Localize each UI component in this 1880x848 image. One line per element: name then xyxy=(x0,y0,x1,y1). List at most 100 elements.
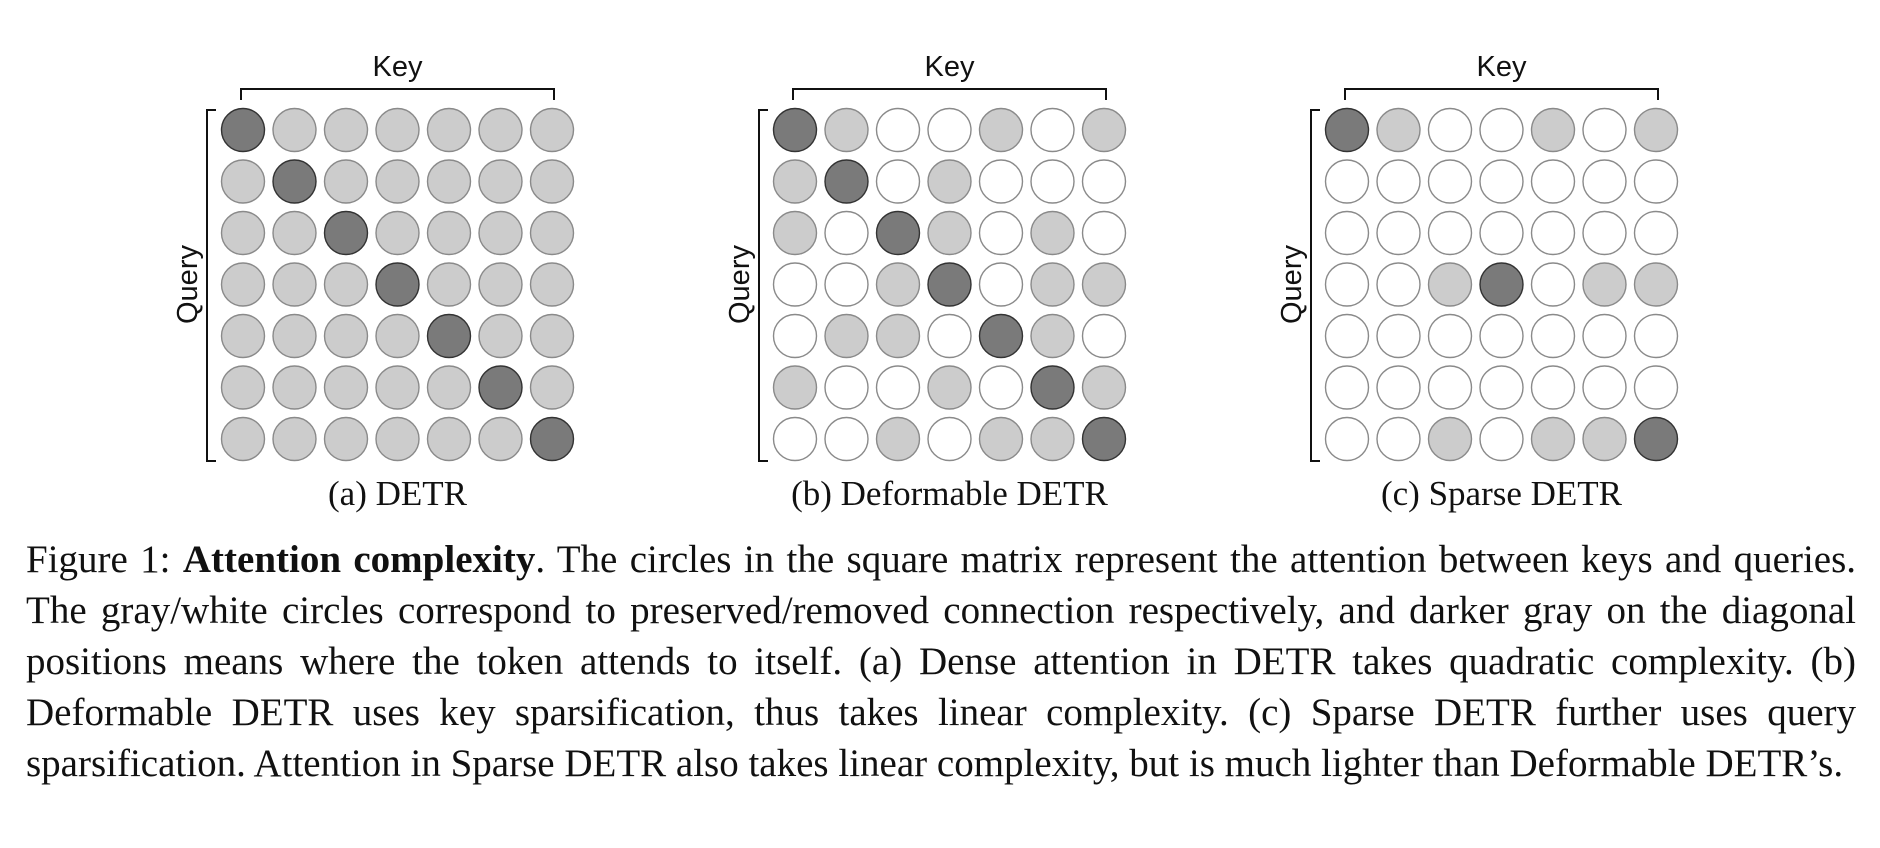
preserved-attention-circle xyxy=(375,159,420,204)
preserved-attention-circle xyxy=(426,159,472,204)
diagonal-attention-circle xyxy=(272,159,317,204)
removed-attention-circle xyxy=(824,262,869,307)
removed-attention-circle xyxy=(978,159,1024,204)
removed-attention-circle xyxy=(1376,159,1421,204)
preserved-attention-circle xyxy=(978,107,1024,153)
preserved-attention-circle xyxy=(272,416,317,462)
removed-attention-circle xyxy=(824,416,869,462)
removed-attention-circle xyxy=(1530,210,1576,256)
preserved-attention-circle xyxy=(272,107,317,153)
preserved-attention-circle xyxy=(220,262,266,307)
diagonal-attention-circle xyxy=(875,210,921,256)
removed-attention-circle xyxy=(1479,210,1524,256)
query-bracket xyxy=(1310,109,1320,462)
preserved-attention-circle xyxy=(529,210,575,256)
removed-attention-circle xyxy=(1633,365,1679,410)
preserved-attention-circle xyxy=(1582,416,1627,462)
removed-attention-circle xyxy=(875,159,921,204)
preserved-attention-circle xyxy=(1427,416,1473,462)
removed-attention-circle xyxy=(1633,210,1679,256)
diagonal-attention-circle xyxy=(978,313,1024,359)
preserved-attention-circle xyxy=(375,210,420,256)
removed-attention-circle xyxy=(978,262,1024,307)
removed-attention-circle xyxy=(1376,313,1421,359)
query-axis-label: Query xyxy=(1276,245,1308,324)
preserved-attention-circle xyxy=(426,416,472,462)
removed-attention-circle xyxy=(1324,262,1370,307)
preserved-attention-circle xyxy=(1582,262,1627,307)
preserved-attention-circle xyxy=(323,107,369,153)
preserved-attention-circle xyxy=(1427,262,1473,307)
removed-attention-circle xyxy=(824,365,869,410)
panel-deformable: Key Query (b) Deformable DETR xyxy=(724,51,1127,513)
removed-attention-circle xyxy=(1479,313,1524,359)
diagonal-attention-circle xyxy=(375,262,420,307)
removed-attention-circle xyxy=(927,416,972,462)
preserved-attention-circle xyxy=(426,107,472,153)
removed-attention-circle xyxy=(1376,262,1421,307)
removed-attention-circle xyxy=(1530,313,1576,359)
caption-label: Figure 1: xyxy=(26,538,171,581)
removed-attention-circle xyxy=(1582,365,1627,410)
preserved-attention-circle xyxy=(1376,107,1421,153)
panel-dense: Key Query (a) DETR xyxy=(172,51,575,513)
attention-figure: Key Query (a) DETR Key Query (b) Deforma… xyxy=(172,51,1679,513)
removed-attention-circle xyxy=(1376,416,1421,462)
preserved-attention-circle xyxy=(772,210,818,256)
preserved-attention-circle xyxy=(875,416,921,462)
preserved-attention-circle xyxy=(220,210,266,256)
diagonal-attention-circle xyxy=(1324,107,1370,153)
preserved-attention-circle xyxy=(529,159,575,204)
preserved-attention-circle xyxy=(220,365,266,410)
removed-attention-circle xyxy=(1582,107,1627,153)
preserved-attention-circle xyxy=(772,365,818,410)
preserved-attention-circle xyxy=(478,159,523,204)
removed-attention-circle xyxy=(875,107,921,153)
removed-attention-circle xyxy=(978,365,1024,410)
preserved-attention-circle xyxy=(426,365,472,410)
diagonal-attention-circle xyxy=(1030,365,1075,410)
removed-attention-circle xyxy=(1030,159,1075,204)
preserved-attention-circle xyxy=(272,210,317,256)
query-bracket xyxy=(758,109,768,462)
key-bracket xyxy=(240,88,555,100)
removed-attention-circle xyxy=(772,416,818,462)
preserved-attention-circle xyxy=(1030,210,1075,256)
removed-attention-circle xyxy=(1530,159,1576,204)
preserved-attention-circle xyxy=(529,262,575,307)
preserved-attention-circle xyxy=(1530,416,1576,462)
removed-attention-circle xyxy=(1427,159,1473,204)
removed-attention-circle xyxy=(927,313,972,359)
key-axis-label: Key xyxy=(373,51,423,83)
preserved-attention-circle xyxy=(1633,262,1679,307)
removed-attention-circle xyxy=(824,210,869,256)
preserved-attention-circle xyxy=(426,210,472,256)
removed-attention-circle xyxy=(927,107,972,153)
caption-title: Attention complexity xyxy=(182,538,536,581)
diagonal-attention-circle xyxy=(1479,262,1524,307)
key-bracket xyxy=(792,88,1107,100)
diagonal-attention-circle xyxy=(220,107,266,153)
preserved-attention-circle xyxy=(927,159,972,204)
diagonal-attention-circle xyxy=(426,313,472,359)
removed-attention-circle xyxy=(772,262,818,307)
key-bracket xyxy=(1344,88,1659,100)
preserved-attention-circle xyxy=(478,416,523,462)
preserved-attention-circle xyxy=(323,262,369,307)
removed-attention-circle xyxy=(1081,210,1127,256)
key-axis-label: Key xyxy=(925,51,975,83)
preserved-attention-circle xyxy=(375,365,420,410)
removed-attention-circle xyxy=(1030,107,1075,153)
removed-attention-circle xyxy=(1324,210,1370,256)
removed-attention-circle xyxy=(1427,210,1473,256)
removed-attention-circle xyxy=(1479,107,1524,153)
preserved-attention-circle xyxy=(220,416,266,462)
preserved-attention-circle xyxy=(478,210,523,256)
preserved-attention-circle xyxy=(529,365,575,410)
preserved-attention-circle xyxy=(478,107,523,153)
removed-attention-circle xyxy=(875,365,921,410)
preserved-attention-circle xyxy=(478,313,523,359)
diagonal-attention-circle xyxy=(1633,416,1679,462)
diagonal-attention-circle xyxy=(927,262,972,307)
key-axis-label: Key xyxy=(1477,51,1527,83)
